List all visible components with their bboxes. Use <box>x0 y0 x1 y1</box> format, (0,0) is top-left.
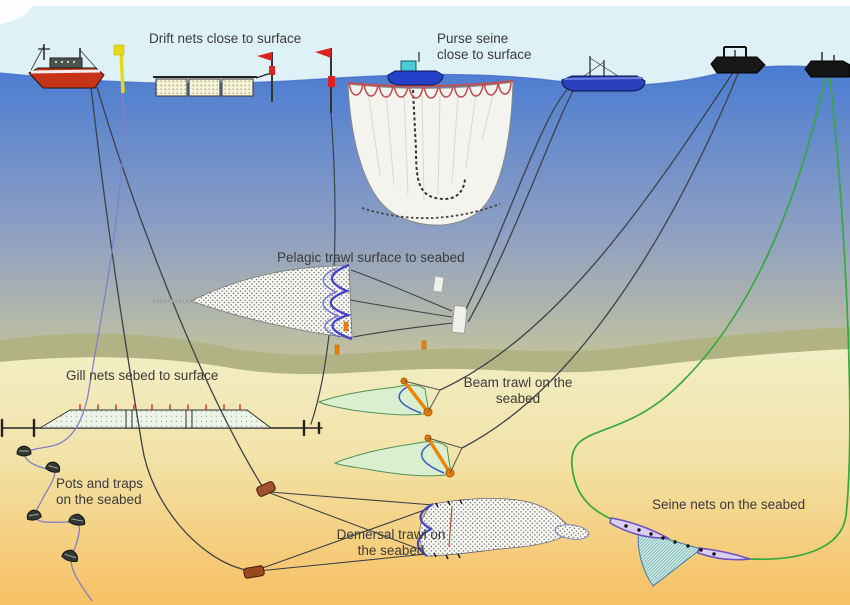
purse-seine-group <box>347 52 514 226</box>
red-flag-buoy-2 <box>315 48 335 113</box>
pelagic-mouth-inner <box>322 267 341 338</box>
pelagic-trawl-door <box>451 305 468 334</box>
label-pots-traps: Pots and traps on the seabed <box>56 476 143 507</box>
beam-trawl-1 <box>317 377 441 417</box>
label-drift-nets: Drift nets close to surface <box>149 31 302 46</box>
drift-panel <box>155 78 188 97</box>
seine-floats <box>624 524 716 556</box>
yellow-buoy <box>113 44 125 94</box>
pelagic-warps <box>465 89 574 323</box>
demersal-mouth-edge <box>416 503 434 557</box>
pots <box>16 445 86 563</box>
demersal-warps <box>90 86 263 571</box>
gill-net-anchors <box>0 418 321 438</box>
purse-rim-scallops <box>348 81 512 99</box>
demersal-seam <box>448 505 453 548</box>
label-demersal-line1: Demersal trawl on <box>336 527 446 542</box>
seine-net-bag <box>637 530 703 587</box>
beam-trawler-boat <box>710 46 766 74</box>
label-pots-traps-line2: on the seabed <box>56 491 142 507</box>
label-gill-nets: Gill nets sebed to surface <box>66 368 219 383</box>
pelagic-float <box>432 275 445 293</box>
purse-rim <box>347 80 514 88</box>
seine-wing-right <box>697 547 751 561</box>
demersal-cod-end <box>554 524 590 540</box>
pots-and-traps-group <box>16 92 125 602</box>
label-beam-trawl: Beam trawl on the seabed <box>452 375 584 406</box>
label-purse-seine-line1: Purse seine <box>437 31 509 46</box>
top-border <box>0 0 850 6</box>
purse-skiff-boat <box>387 52 444 86</box>
pelagic-trawl-group <box>153 89 574 355</box>
demersal-trawl-group <box>243 481 590 579</box>
pelagic-mouth-edge <box>329 263 353 341</box>
label-seine-nets: Seine nets on the seabed <box>652 497 806 512</box>
label-beam-trawl-line1: Beam trawl on the <box>463 375 573 390</box>
beam-trawl-2 <box>333 434 463 478</box>
seine-net-group <box>571 77 850 587</box>
demersal-door-1 <box>256 481 276 497</box>
gill-net-panels <box>38 409 273 429</box>
drift-net-group <box>153 72 272 97</box>
drift-panel <box>221 78 254 97</box>
marker-flags <box>113 44 335 113</box>
label-beam-trawl-line2: seabed <box>495 390 541 406</box>
beam-trawl-group <box>317 70 740 478</box>
gill-net-floats <box>79 404 241 410</box>
seine-ropes <box>571 77 850 561</box>
label-pots-traps-line1: Pots and traps <box>56 476 144 491</box>
label-demersal-line2: the seabed <box>357 542 425 558</box>
gill-net-dividers <box>125 409 193 429</box>
demersal-mouth-ticks <box>433 499 463 560</box>
drift-panel <box>188 78 221 97</box>
purse-striations <box>367 89 495 201</box>
seiner-boat <box>804 52 850 78</box>
pelagic-bridles <box>349 269 454 338</box>
red-flag-buoy-1 <box>257 52 275 102</box>
pelagic-weights <box>334 321 427 355</box>
beam-warps <box>439 70 740 449</box>
label-purse-seine-line2: close to surface <box>437 46 532 62</box>
red-trawler-boat <box>28 44 105 89</box>
label-pelagic-trawl: Pelagic trawl surface to seabed <box>277 250 465 265</box>
seine-wing-left <box>609 517 671 539</box>
purse-net-bowl <box>347 81 514 226</box>
beam-bar <box>426 436 452 475</box>
corner-highlight <box>0 0 34 24</box>
label-purse-seine: Purse seine close to surface <box>437 31 532 62</box>
label-demersal-trawl: Demersal trawl on the seabed <box>328 527 454 558</box>
blue-pelagic-trawler-boat <box>561 56 646 92</box>
demersal-bridles <box>256 491 434 572</box>
demersal-door-2 <box>243 565 265 579</box>
gill-net-group <box>0 112 336 438</box>
water <box>0 65 850 405</box>
beam-bar <box>402 379 430 414</box>
purse-lead-line <box>361 203 501 219</box>
seabed-band <box>0 327 850 375</box>
